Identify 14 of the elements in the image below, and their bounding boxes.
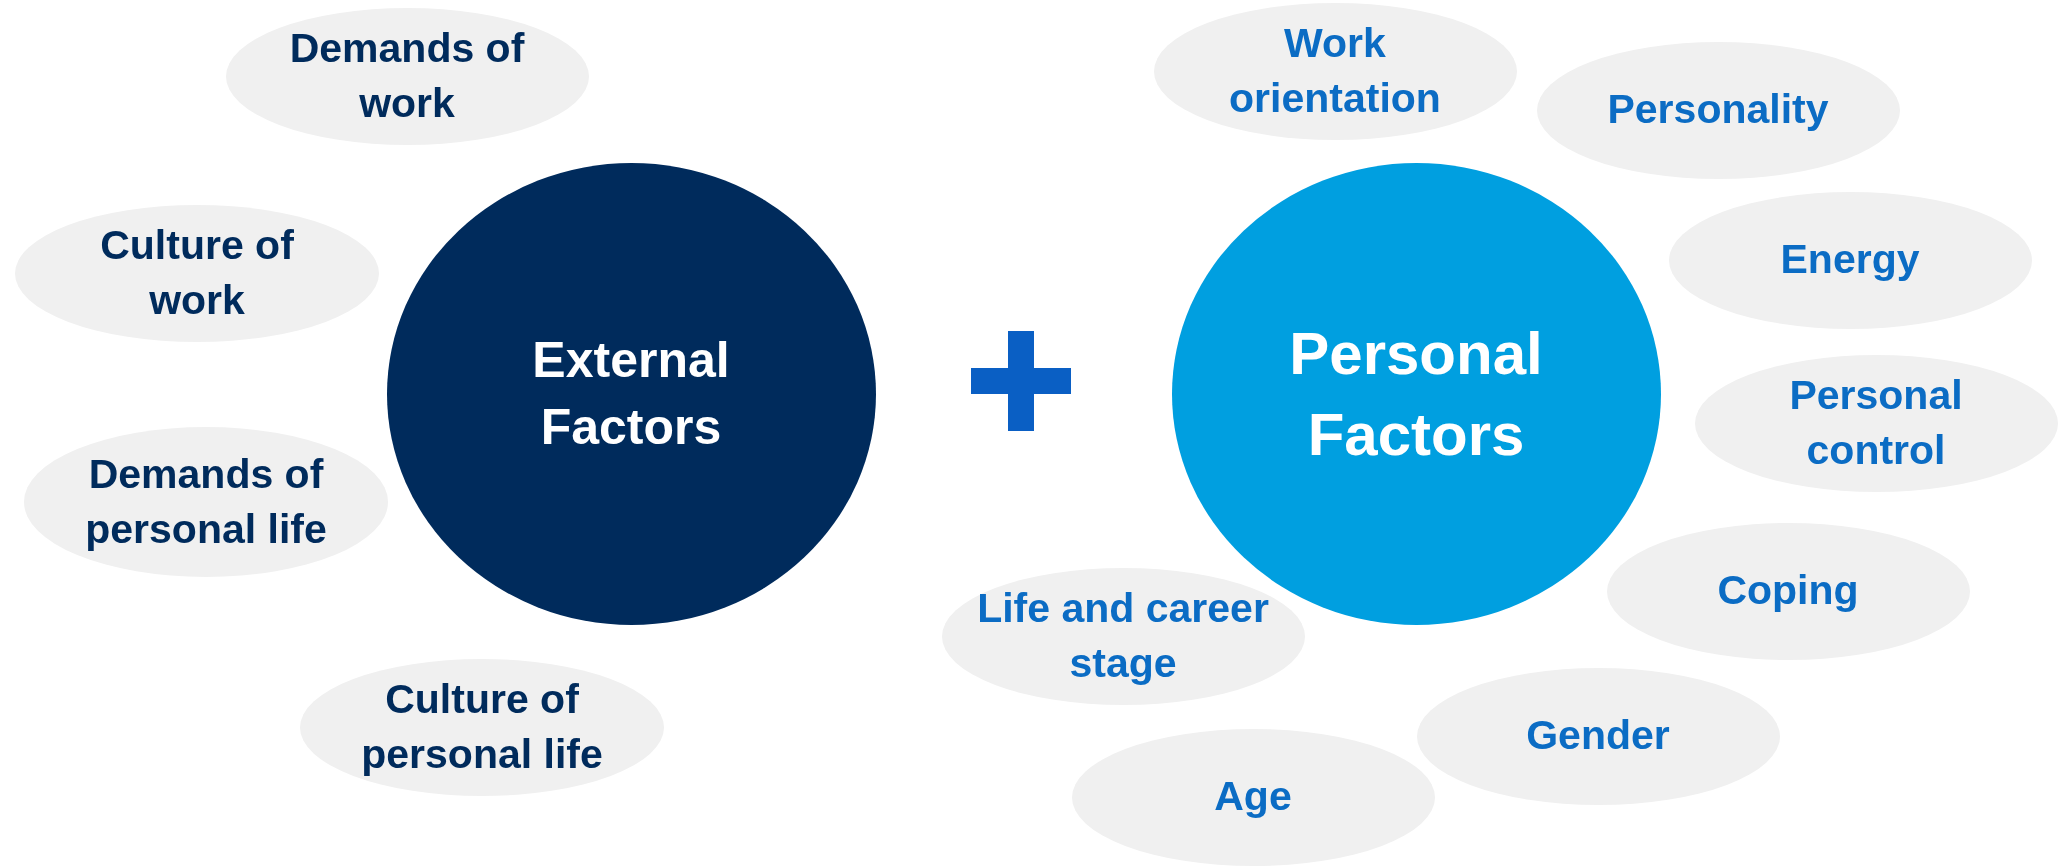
node-label: Age [1214,772,1292,822]
node-label: Energy [1780,235,1920,285]
node-label: Demands of personal life [84,449,328,554]
node-label: Demands of work [288,23,526,128]
node-label: Culture of personal life [360,674,604,779]
node-label: Culture of work [99,220,295,325]
node-label: External Factors [531,330,731,457]
node-label: Coping [1717,566,1859,616]
node-label: Life and career stage [976,583,1270,688]
node-label: Personality [1607,85,1829,135]
node-label: Work orientation [1228,18,1442,123]
node-label: Personal control [1788,370,1964,475]
node-label: Gender [1526,711,1670,761]
node-label: Personal Factors [1288,319,1544,470]
